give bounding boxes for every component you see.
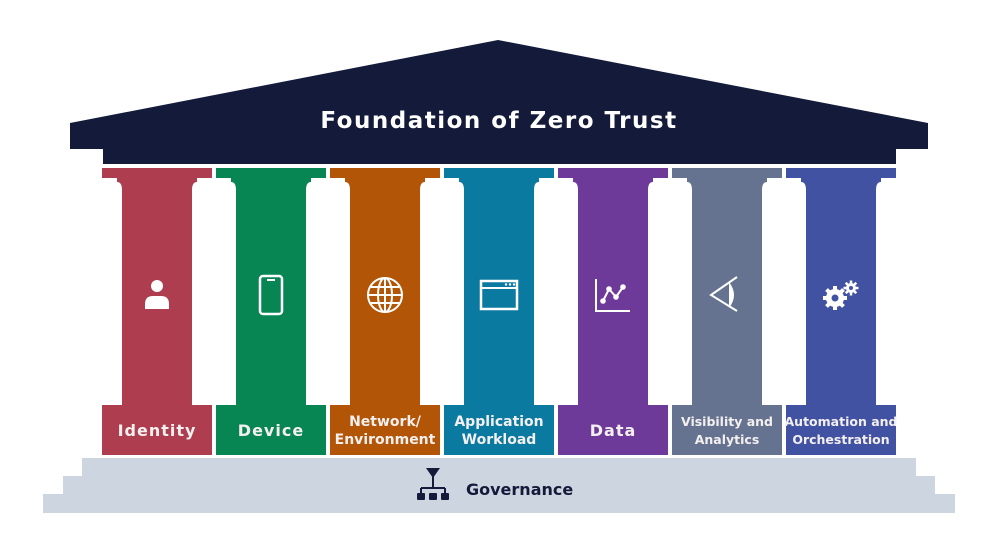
roof: Foundation of Zero Trust bbox=[70, 40, 928, 164]
line-chart-icon bbox=[595, 279, 630, 312]
pillar-capital bbox=[558, 168, 668, 178]
pillar-capital bbox=[330, 168, 440, 178]
pillar-capital bbox=[444, 168, 554, 178]
pillar-label: Automation and bbox=[785, 414, 898, 429]
pillar-capital bbox=[102, 168, 212, 178]
pillar-label: Analytics bbox=[695, 432, 760, 447]
pillar-label-box bbox=[786, 405, 896, 455]
pillar-label-box bbox=[102, 405, 212, 455]
pillar-label: Device bbox=[238, 421, 304, 440]
gears-icon bbox=[823, 280, 859, 310]
pillar-label-box bbox=[330, 405, 440, 455]
pillar-label: Orchestration bbox=[792, 432, 889, 447]
pillar-label-box bbox=[672, 405, 782, 455]
globe-icon bbox=[367, 277, 403, 313]
pillar-label-box bbox=[216, 405, 326, 455]
user-icon bbox=[145, 280, 169, 309]
roof-shape bbox=[70, 40, 928, 164]
pillar-capital bbox=[216, 168, 326, 178]
pillar-label: Data bbox=[590, 421, 637, 440]
mobile-device-icon bbox=[258, 274, 284, 316]
pillar-shaft bbox=[687, 178, 767, 405]
pillar-shaft bbox=[459, 178, 539, 405]
pillar-capital bbox=[786, 168, 896, 178]
step-bottom bbox=[43, 494, 955, 513]
pillar-network-environment: Network/Environment bbox=[330, 168, 440, 455]
hierarchy-icon bbox=[417, 468, 449, 500]
pillar-shaft bbox=[573, 178, 653, 405]
pillar-shaft bbox=[231, 178, 311, 405]
pillar-label-box bbox=[558, 405, 668, 455]
pillar-identity: Identity bbox=[102, 168, 212, 455]
eye-icon bbox=[709, 276, 738, 312]
pillar-label: Network/ bbox=[349, 414, 422, 430]
pillar-label-box bbox=[444, 405, 554, 455]
pillar-label: Application bbox=[454, 414, 543, 430]
pillar-label: Visibility and bbox=[681, 414, 773, 429]
step-top bbox=[82, 458, 916, 478]
pillar-label: Identity bbox=[118, 421, 197, 440]
base-steps bbox=[43, 458, 955, 513]
pillar-label: Environment bbox=[335, 432, 436, 448]
roof-title: Foundation of Zero Trust bbox=[320, 108, 677, 134]
pillar-device: Device bbox=[216, 168, 326, 455]
pillar-capital bbox=[672, 168, 782, 178]
pillar-label: Workload bbox=[462, 432, 537, 448]
governance-label: Governance bbox=[466, 480, 573, 499]
browser-window-icon bbox=[479, 279, 519, 311]
step-middle bbox=[63, 476, 935, 496]
governance: Governance bbox=[417, 468, 573, 500]
pillar-data: Data bbox=[558, 168, 668, 455]
